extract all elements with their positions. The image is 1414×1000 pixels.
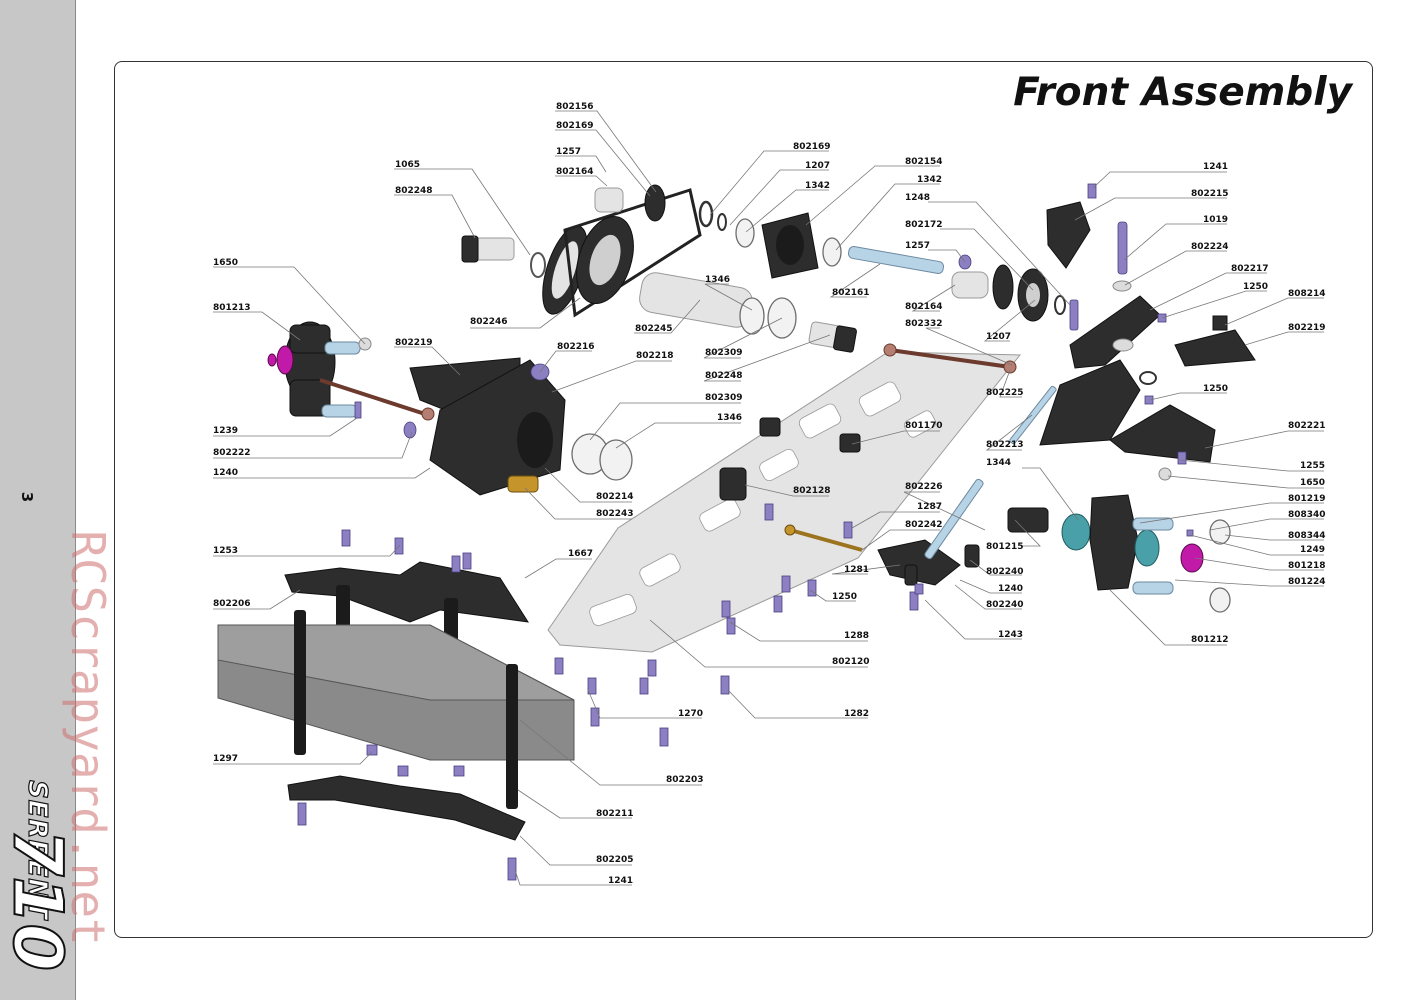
part-label: 802332 — [905, 319, 943, 329]
part-labels: 802156 802169 1257 802164 802169 1207 13… — [213, 102, 1326, 886]
part-label: 1667 — [568, 549, 593, 559]
part-label: 1287 — [917, 502, 942, 512]
part-label: 802164 — [905, 302, 943, 312]
part-label: 801170 — [905, 421, 943, 431]
part-label: 1241 — [1203, 162, 1228, 172]
part-label: 802219 — [395, 338, 433, 348]
part-label: 801213 — [213, 303, 251, 313]
part-label: 1253 — [213, 546, 238, 556]
part-label: 1248 — [905, 193, 930, 203]
part-label: 802214 — [596, 492, 634, 502]
part-label: 801218 — [1288, 561, 1326, 571]
part-label: 808340 — [1288, 510, 1326, 520]
part-label: 1207 — [986, 332, 1011, 342]
part-label: 1281 — [844, 565, 869, 575]
part-label: 802222 — [213, 448, 251, 458]
part-label: 802172 — [905, 220, 943, 230]
part-label: 1650 — [213, 258, 238, 268]
part-label: 801224 — [1288, 577, 1326, 587]
part-label: 802215 — [1191, 189, 1229, 199]
part-label: 1255 — [1300, 461, 1325, 471]
part-label: 802240 — [986, 600, 1024, 610]
part-label: 1288 — [844, 631, 869, 641]
part-label: 1650 — [1300, 478, 1325, 488]
part-label: 1250 — [832, 592, 857, 602]
part-label: 1250 — [1243, 282, 1268, 292]
part-label: 1342 — [917, 175, 942, 185]
part-label: 802211 — [596, 809, 634, 819]
part-drawings — [217, 183, 1256, 881]
part-label: 808344 — [1288, 531, 1326, 541]
part-label: 802240 — [986, 567, 1024, 577]
part-label: 802226 — [905, 482, 943, 492]
part-label: 1250 — [1203, 384, 1228, 394]
part-label: 802309 — [705, 393, 743, 403]
part-label: 801212 — [1191, 635, 1229, 645]
sidebar: 3 SERPENT 710 — [0, 0, 78, 1000]
part-label: 802169 — [556, 121, 594, 131]
part-label: 802248 — [395, 186, 433, 196]
leader-lines — [213, 110, 1324, 886]
part-label: 802218 — [636, 351, 674, 361]
part-label: 802164 — [556, 167, 594, 177]
part-label: 1270 — [678, 709, 703, 719]
part-label: 802243 — [596, 509, 634, 519]
part-label: 802154 — [905, 157, 943, 167]
part-label: 1207 — [805, 161, 830, 171]
part-label: 1240 — [213, 468, 238, 478]
part-label: 802156 — [556, 102, 594, 112]
part-label: 1297 — [213, 754, 238, 764]
part-label: 1065 — [395, 160, 420, 170]
part-label: 1240 — [998, 584, 1023, 594]
content-frame: Front Assembly — [114, 61, 1373, 938]
part-label: 1346 — [717, 413, 742, 423]
part-label: 1282 — [844, 709, 869, 719]
part-label: 802221 — [1288, 421, 1326, 431]
part-label: 808214 — [1288, 289, 1326, 299]
part-label: 802203 — [666, 775, 704, 785]
part-label: 802246 — [470, 317, 508, 327]
part-label: 802213 — [986, 440, 1024, 450]
part-label: 802219 — [1288, 323, 1326, 333]
part-label: 802309 — [705, 348, 743, 358]
part-label: 1257 — [905, 241, 930, 251]
page-title: Front Assembly — [1013, 70, 1352, 115]
part-label: 802248 — [705, 371, 743, 381]
part-label: 1019 — [1203, 215, 1228, 225]
part-label: 1346 — [705, 275, 730, 285]
part-label: 801215 — [986, 542, 1024, 552]
part-label: 802216 — [557, 342, 595, 352]
part-label: 801219 — [1288, 494, 1326, 504]
part-label: 802225 — [986, 388, 1024, 398]
part-label: 1344 — [986, 458, 1011, 468]
part-label: 802224 — [1191, 242, 1229, 252]
part-label: 802169 — [793, 142, 831, 152]
part-label: 802120 — [832, 657, 870, 667]
part-label: 802128 — [793, 486, 831, 496]
part-label: 802245 — [635, 324, 673, 334]
part-label: 802161 — [832, 288, 870, 298]
part-label: 802242 — [905, 520, 943, 530]
part-label: 802205 — [596, 855, 634, 865]
part-label: 1257 — [556, 147, 581, 157]
part-label: 1241 — [608, 876, 633, 886]
part-label: 1342 — [805, 181, 830, 191]
part-label: 802206 — [213, 599, 251, 609]
part-label: 802217 — [1231, 264, 1269, 274]
part-label: 1243 — [998, 630, 1023, 640]
part-label: 1249 — [1300, 545, 1325, 555]
part-label: 1239 — [213, 426, 238, 436]
